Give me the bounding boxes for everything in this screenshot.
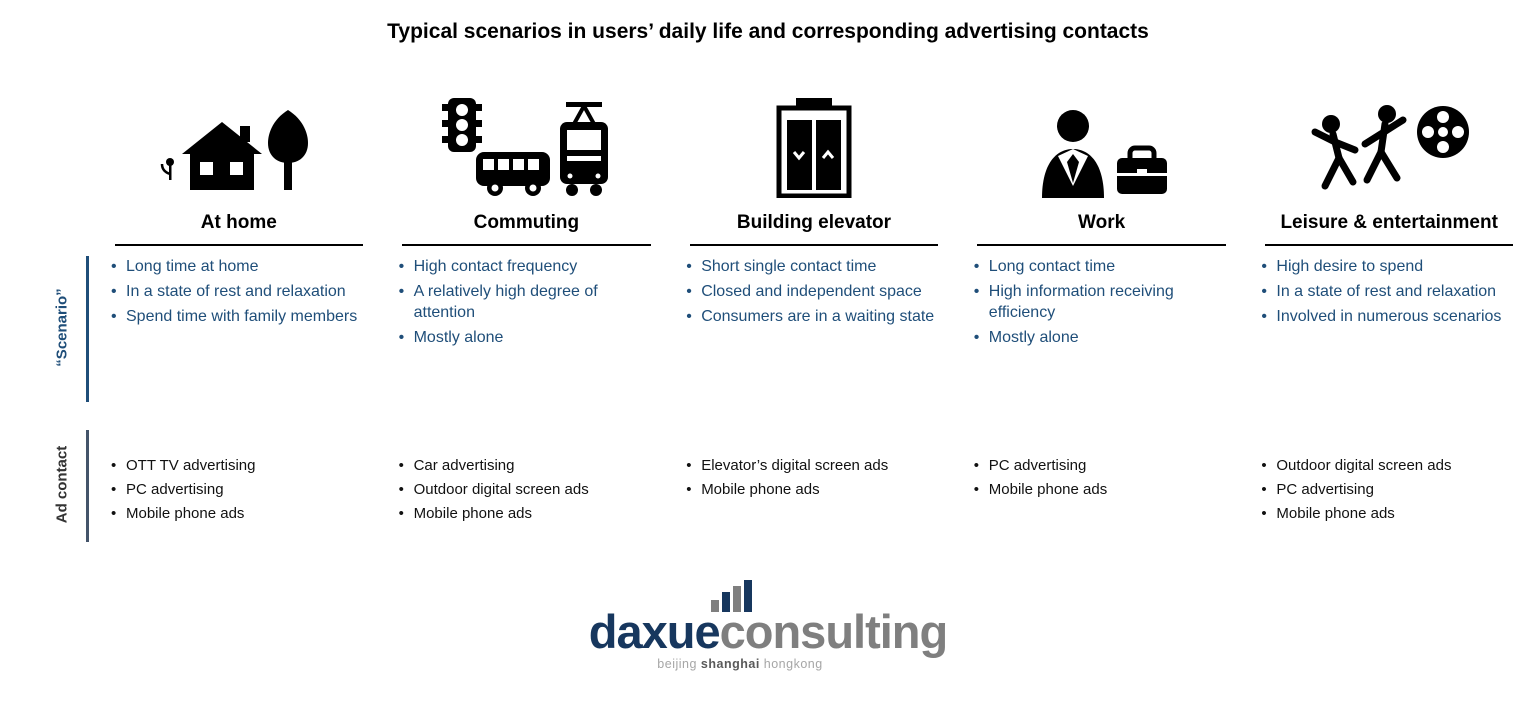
ad-contact-divider-line xyxy=(86,430,89,542)
bullet-item: In a state of rest and relaxation xyxy=(1258,281,1520,302)
bullet-item: In a state of rest and relaxation xyxy=(108,281,370,302)
bullet-item: Long contact time xyxy=(971,256,1233,277)
column-heading: Commuting xyxy=(402,212,651,246)
icon-box-commuting xyxy=(396,78,658,198)
logo-tagline-beijing: beijing xyxy=(657,657,697,671)
ad-contact-list: PC advertisingMobile phone ads xyxy=(971,456,1233,504)
scenario-list: Short single contact timeClosed and inde… xyxy=(683,256,945,446)
bullet-item: PC advertising xyxy=(108,480,370,500)
bullet-item: Mostly alone xyxy=(971,327,1233,348)
bullet-item: High contact frequency xyxy=(396,256,658,277)
bullet-item: Consumers are in a waiting state xyxy=(683,306,945,327)
scenario-list: High desire to spend In a state of rest a… xyxy=(1258,256,1520,446)
bullet-item: Elevator’s digital screen ads xyxy=(683,456,945,476)
scenario-list: Long contact timeHigh information receiv… xyxy=(971,256,1233,446)
logo-tagline: beijing shanghai hongkong xyxy=(561,657,919,671)
logo-inner: daxueconsulting beijing shanghai hongkon… xyxy=(588,578,949,671)
logo-word-consulting: consulting xyxy=(719,605,949,658)
bullet-item: PC advertising xyxy=(1258,480,1520,500)
bullet-item: High desire to spend xyxy=(1258,256,1520,277)
column-heading: Building elevator xyxy=(689,212,939,246)
scenario-list: High contact frequency A relatively high … xyxy=(396,256,658,446)
column-at-home: At home Long time at home In a state of r… xyxy=(108,78,370,527)
icon-box-work xyxy=(971,78,1233,198)
bullet-item: Mobile phone ads xyxy=(396,504,658,524)
page-title: Typical scenarios in users’ daily life a… xyxy=(387,20,1149,43)
bullet-item: Mobile phone ads xyxy=(108,504,370,524)
bullet-item: Mostly alone xyxy=(396,327,658,348)
logo-word-daxue: daxue xyxy=(588,605,721,658)
bullet-item: High information receiving efficiency xyxy=(971,281,1233,323)
icon-box-elevator xyxy=(683,78,945,198)
row-label-ad-contact: Ad contact xyxy=(53,445,71,524)
logo-tagline-shanghai: shanghai xyxy=(700,657,760,671)
bullet-item: Short single contact time xyxy=(683,256,945,277)
column-heading: Leisure & entertainment xyxy=(1264,212,1514,246)
column-leisure-entertainment: Leisure & entertainment High desire to s… xyxy=(1258,78,1520,527)
work-icon xyxy=(1041,110,1167,198)
bullet-item: Involved in numerous scenarios xyxy=(1258,306,1520,327)
scenario-columns-grid: At home Long time at home In a state of r… xyxy=(108,78,1520,527)
column-heading: Work xyxy=(977,212,1226,246)
ad-contact-list: Outdoor digital screen ads PC advertising… xyxy=(1258,456,1520,527)
icon-box-leisure xyxy=(1258,78,1520,198)
bullet-item: Mobile phone ads xyxy=(683,480,945,500)
bullet-item: Outdoor digital screen ads xyxy=(1258,456,1520,476)
icon-box-at-home xyxy=(108,78,370,198)
ad-contact-list: Elevator’s digital screen adsMobile phon… xyxy=(683,456,945,504)
scenario-divider-line xyxy=(86,256,89,402)
logo-wordmark: daxueconsulting xyxy=(588,605,949,658)
scenario-list: Long time at home In a state of rest and … xyxy=(108,256,370,446)
ad-contact-list: OTT TV advertising PC advertisingMobile p… xyxy=(108,456,370,527)
leisure-icon xyxy=(1311,105,1470,190)
column-work: Work Long contact timeHigh information r… xyxy=(971,78,1233,527)
logo-bar-chart-icon xyxy=(710,580,752,612)
bullet-item: Mobile phone ads xyxy=(1258,504,1520,524)
commuting-icon xyxy=(442,98,609,196)
bullet-item: OTT TV advertising xyxy=(108,456,370,476)
elevator-icon xyxy=(776,98,852,198)
bullet-item: A relatively high degree of attention xyxy=(396,281,658,323)
daxue-consulting-logo: daxueconsulting beijing shanghai hongkon… xyxy=(0,578,1536,673)
column-commuting: Commuting High contact frequency A relati… xyxy=(396,78,658,527)
row-label-scenario: “Scenario” xyxy=(53,288,71,367)
bullet-item: Long time at home xyxy=(108,256,370,277)
bullet-item: Closed and independent space xyxy=(683,281,945,302)
bullet-item: Car advertising xyxy=(396,456,658,476)
bullet-item: PC advertising xyxy=(971,456,1233,476)
ad-contact-list: Car advertisingOutdoor digital screen ad… xyxy=(396,456,658,527)
bullet-item: Outdoor digital screen ads xyxy=(396,480,658,500)
column-heading: At home xyxy=(114,212,364,246)
logo-tagline-hongkong: hongkong xyxy=(763,657,823,671)
home-icon xyxy=(160,110,308,190)
bullet-item: Mobile phone ads xyxy=(971,480,1233,500)
bullet-item: Spend time with family members xyxy=(108,306,370,327)
column-building-elevator: Building elevator Short single contact t… xyxy=(683,78,945,527)
